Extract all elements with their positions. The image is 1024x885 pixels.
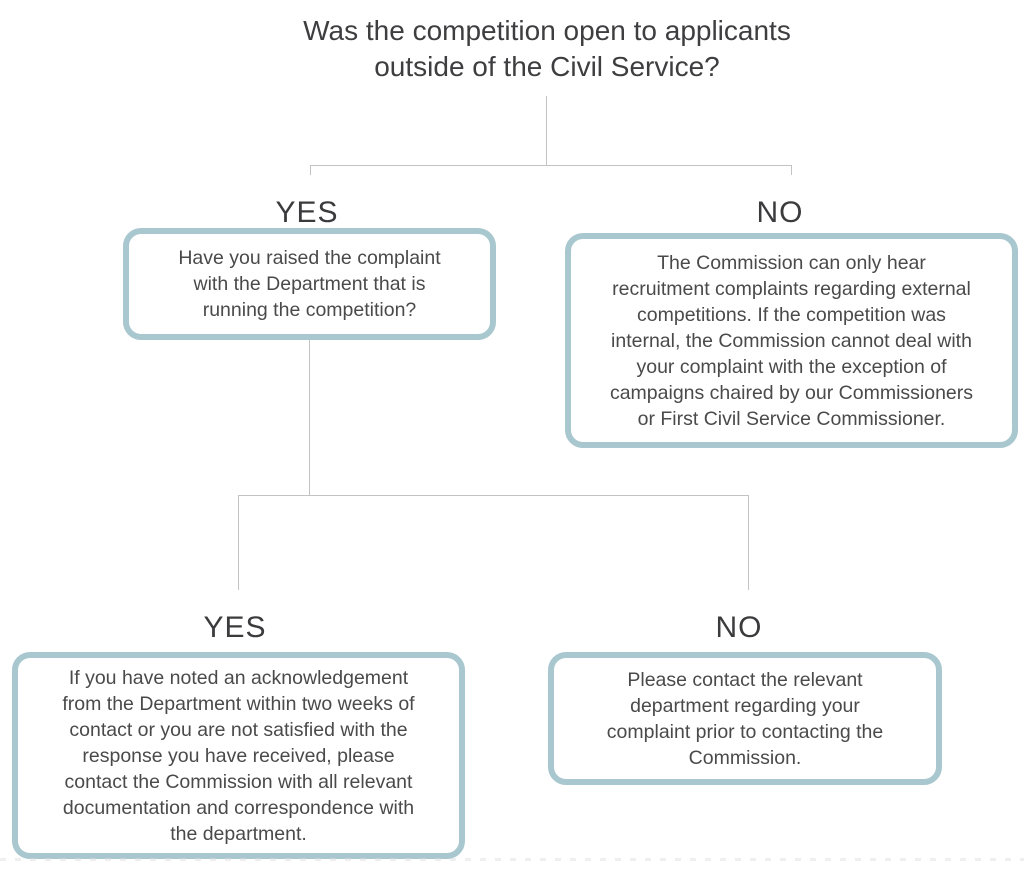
connector-level2-left-drop [238,495,239,590]
connector-level2-right-drop [748,495,749,590]
branch-label-no-level2: NO [715,611,763,644]
node-box-yes-level2: If you have noted an acknowledgement fro… [12,652,465,859]
connector-level1-right-tick [791,165,792,175]
connector-level2-horizontal [238,495,749,496]
branch-label-no-level1: NO [756,196,804,229]
node-box-yes-level1: Have you raised the complaint with the D… [123,228,496,340]
connector-root-vertical [546,96,547,166]
connector-level1-left-tick [310,165,311,175]
node-box-no-level1: The Commission can only hear recruitment… [565,233,1018,448]
bottom-edge-artifact [0,858,1024,861]
flowchart-title: Was the competition open to applicants o… [303,15,791,82]
connector-level1-horizontal [310,165,792,166]
connector-yes1-vertical [309,340,310,496]
node-box-no-level2: Please contact the relevant department r… [548,652,942,785]
branch-label-yes-level1: YES [275,196,339,229]
branch-label-yes-level2: YES [203,611,267,644]
